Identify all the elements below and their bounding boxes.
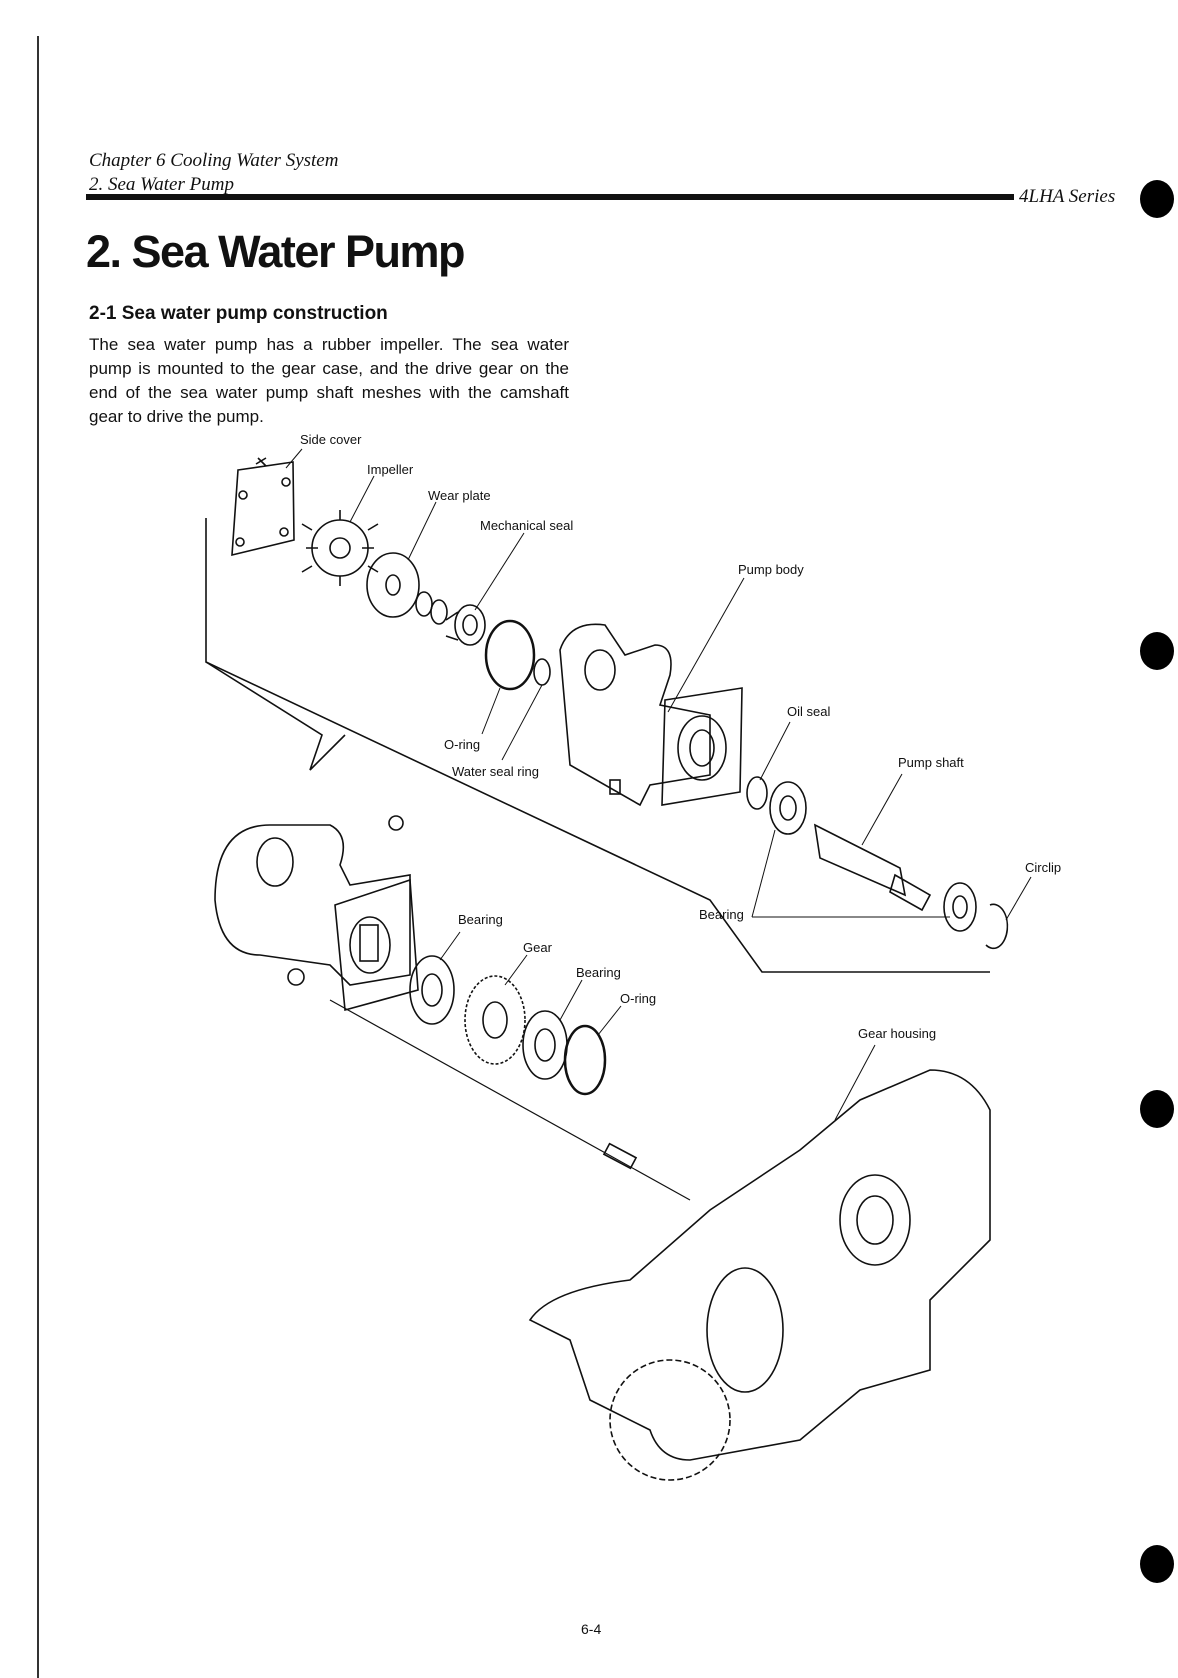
body-paragraph: The sea water pump has a rubber impeller… — [89, 335, 569, 426]
label-side-cover: Side cover — [300, 432, 362, 447]
leader-lines — [285, 448, 1032, 1121]
gear-housing-part — [528, 1069, 991, 1481]
binder-hole-dot — [1140, 180, 1174, 218]
binder-hole-dot — [1140, 1545, 1174, 1583]
shaft-assembly — [746, 776, 1009, 950]
page-title: 2. Sea Water Pump — [86, 226, 465, 277]
binder-hole-dot — [1140, 632, 1174, 670]
lower-pump-body-part — [214, 815, 419, 1012]
subsection-heading: 2-1 Sea water pump construction — [89, 303, 388, 324]
label-mechanical-seal: Mechanical seal — [480, 518, 574, 533]
label-gear: Gear — [523, 940, 552, 955]
label-o-ring: O-ring — [620, 991, 657, 1006]
side-cover-part — [231, 457, 295, 557]
section-header: 2. Sea Water Pump — [89, 174, 234, 195]
wear-plate-part — [366, 552, 420, 618]
header-rule — [86, 194, 1014, 200]
label-wear-plate: Wear plate — [428, 488, 491, 503]
label-bearing: Bearing — [576, 965, 621, 980]
label-water-seal-ring: Water seal ring — [452, 764, 539, 779]
label-pump-body: Pump body — [738, 562, 804, 577]
margin-line — [37, 36, 39, 1678]
label-circlip: Circlip — [1025, 860, 1062, 875]
gear-train-part — [329, 955, 691, 1201]
label-gear-housing: Gear housing — [858, 1026, 937, 1041]
chapter-header: Chapter 6 Cooling Water System — [89, 150, 339, 171]
impeller-part — [301, 510, 379, 586]
label-impeller: Impeller — [367, 462, 414, 477]
callout-bracket — [205, 518, 990, 973]
mechanical-seal-part — [445, 604, 486, 646]
label-oil-seal: Oil seal — [787, 704, 831, 719]
binder-hole-dot — [1140, 1090, 1174, 1128]
label-o-ring: O-ring — [444, 737, 481, 752]
page-number: 6-4 — [581, 1621, 602, 1637]
pump-body-part — [559, 623, 743, 807]
label-pump-shaft: Pump shaft — [898, 755, 964, 770]
series-label: 4LHA Series — [1019, 186, 1116, 207]
label-bearing: Bearing — [458, 912, 503, 927]
label-bearing: Bearing — [699, 907, 744, 922]
